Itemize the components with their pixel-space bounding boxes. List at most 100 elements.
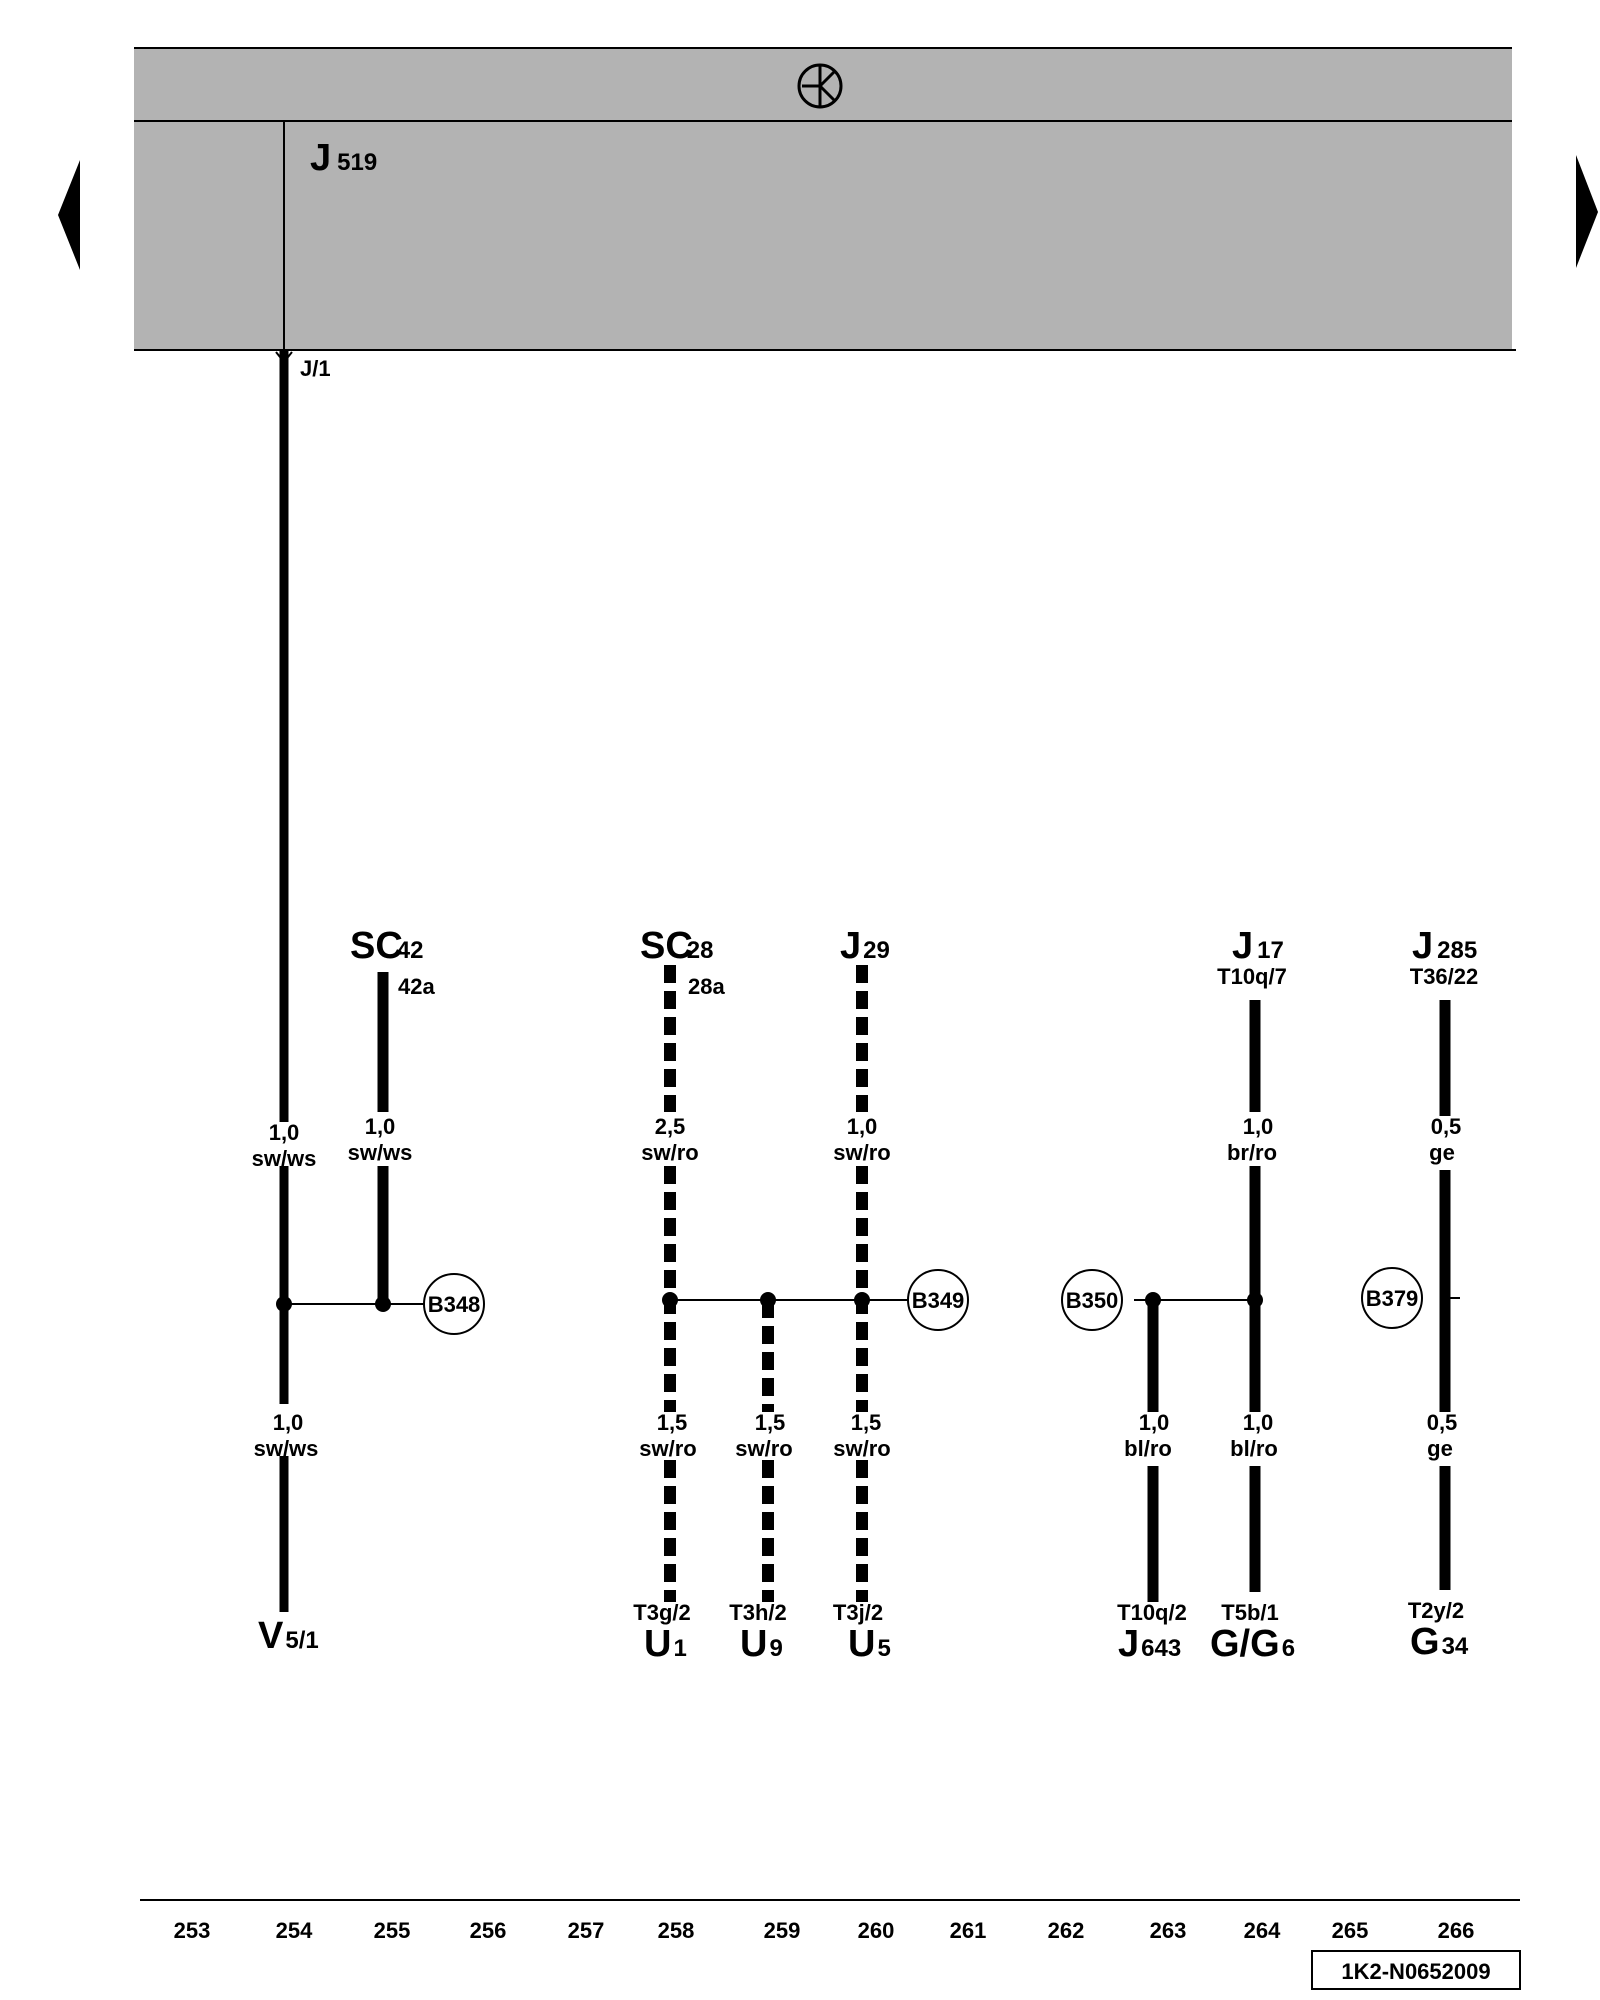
pin-label-t10q-7: T10q/7	[1217, 964, 1287, 989]
svg-text:B349: B349	[912, 1288, 965, 1313]
pin-label-t3g-2: T3g/2	[633, 1600, 690, 1625]
wire-label-255: 1,0 sw/ws	[348, 1114, 413, 1165]
pin-label-t5b-1: T5b/1	[1221, 1600, 1278, 1625]
pin-label-t3j-2: T3j/2	[833, 1600, 883, 1625]
track-number: 264	[1244, 1918, 1281, 1943]
control-unit-pin: J/1	[300, 356, 331, 381]
wire-label-254-lower: 1,0 sw/ws	[254, 1410, 319, 1461]
track-number: 257	[568, 1918, 605, 1943]
svg-text:sw/ro: sw/ro	[735, 1436, 792, 1461]
pin-label-28a: 28a	[688, 974, 725, 999]
pin-label-t3h-2: T3h/2	[729, 1600, 786, 1625]
svg-text:sw/ro: sw/ro	[833, 1140, 890, 1165]
wire-label-258-lower: 1,5 sw/ro	[639, 1410, 696, 1461]
svg-text:sw/ro: sw/ro	[833, 1436, 890, 1461]
svg-text:0,5: 0,5	[1427, 1410, 1458, 1435]
svg-text:0,5: 0,5	[1431, 1114, 1462, 1139]
svg-text:ge: ge	[1427, 1436, 1453, 1461]
track-number: 259	[764, 1918, 801, 1943]
previous-page-arrow-icon[interactable]	[58, 160, 80, 270]
component-label-j643: J643	[1118, 1623, 1181, 1665]
track-number: 254	[276, 1918, 313, 1943]
wire-label-266-upper: 0,5 ge	[1429, 1114, 1461, 1165]
component-label-sc42: SC42	[350, 925, 424, 967]
svg-text:sw/ws: sw/ws	[254, 1436, 319, 1461]
wire-label-254-upper: 1,0 sw/ws	[252, 1120, 317, 1171]
wire-label-259-lower: 1,5 sw/ro	[735, 1410, 792, 1461]
next-page-arrow-icon[interactable]	[1576, 155, 1598, 268]
junction-dot	[276, 1296, 292, 1312]
track-number: 256	[470, 1918, 507, 1943]
svg-text:bl/ro: bl/ro	[1124, 1436, 1172, 1461]
svg-text:ge: ge	[1429, 1140, 1455, 1165]
svg-text:1,5: 1,5	[657, 1410, 688, 1435]
svg-text:1K2-N0652009: 1K2-N0652009	[1341, 1959, 1490, 1984]
connector-b349: B349	[907, 1269, 969, 1331]
component-label-g-g6: G/G6	[1210, 1623, 1295, 1665]
connector-b379: B379	[1361, 1267, 1423, 1329]
svg-text:1,0: 1,0	[273, 1410, 304, 1435]
svg-text:1,0: 1,0	[269, 1120, 300, 1145]
svg-text:sw/ro: sw/ro	[641, 1140, 698, 1165]
svg-text:1,5: 1,5	[755, 1410, 786, 1435]
svg-text:sw/ws: sw/ws	[348, 1140, 413, 1165]
track-number: 265	[1332, 1918, 1369, 1943]
pin-label-42a: 42a	[398, 974, 435, 999]
track-number: 255	[374, 1918, 411, 1943]
svg-text:bl/ro: bl/ro	[1230, 1436, 1278, 1461]
track-number: 258	[658, 1918, 695, 1943]
svg-text:B379: B379	[1366, 1286, 1419, 1311]
svg-text:B350: B350	[1066, 1288, 1119, 1313]
junction-dot	[662, 1292, 678, 1308]
component-label-u1: U1	[644, 1623, 687, 1665]
wire-label-258-upper: 2,5 sw/ro	[641, 1114, 698, 1165]
junction-dot	[375, 1296, 391, 1312]
wire-label-260-lower: 1,5 sw/ro	[833, 1410, 890, 1461]
svg-text:1,0: 1,0	[365, 1114, 396, 1139]
junction-dot	[760, 1292, 776, 1308]
wire-label-260-upper: 1,0 sw/ro	[833, 1114, 890, 1165]
svg-text:sw/ro: sw/ro	[639, 1436, 696, 1461]
pin-label-t2y-2: T2y/2	[1408, 1598, 1464, 1623]
svg-text:sw/ws: sw/ws	[252, 1146, 317, 1171]
component-label-u9: U9	[740, 1623, 783, 1665]
connector-b350: B350	[1061, 1269, 1123, 1331]
track-numbers: 253 254 255 256 257 258 259 260 261 262 263 264 265 2…	[174, 1918, 1475, 1943]
junction-dot	[1145, 1292, 1161, 1308]
svg-text:1,5: 1,5	[851, 1410, 882, 1435]
track-number: 261	[950, 1918, 987, 1943]
svg-text:B348: B348	[428, 1292, 481, 1317]
track-number: 253	[174, 1918, 211, 1943]
component-label-sc28: SC28	[640, 925, 714, 967]
svg-text:1,0: 1,0	[1243, 1114, 1274, 1139]
wire-label-266-lower: 0,5 ge	[1427, 1410, 1458, 1461]
junction-dot	[1247, 1292, 1263, 1308]
track-number: 263	[1150, 1918, 1187, 1943]
transistor-symbol-icon	[797, 63, 843, 109]
connector-b348: B348	[423, 1273, 485, 1335]
pin-label-t10q-2: T10q/2	[1117, 1600, 1187, 1625]
track-number: 266	[1438, 1918, 1475, 1943]
junction-dot	[854, 1292, 870, 1308]
component-label-g34: G34	[1410, 1621, 1469, 1663]
svg-text:2,5: 2,5	[655, 1114, 686, 1139]
wire-label-263-lower: 1,0 bl/ro	[1124, 1410, 1172, 1461]
wire-label-264-lower: 1,0 bl/ro	[1230, 1410, 1278, 1461]
component-label-u5: U5	[848, 1623, 891, 1665]
svg-text:br/ro: br/ro	[1227, 1140, 1277, 1165]
svg-text:1,0: 1,0	[847, 1114, 878, 1139]
component-label-j29: J29	[840, 925, 890, 967]
track-number: 260	[858, 1918, 895, 1943]
wire-label-264-upper: 1,0 br/ro	[1227, 1114, 1277, 1165]
svg-text:1,0: 1,0	[1139, 1410, 1170, 1435]
svg-text:1,0: 1,0	[1243, 1410, 1274, 1435]
document-id-box: 1K2-N0652009	[1311, 1950, 1521, 1990]
component-label-v5: V5/1	[258, 1615, 319, 1657]
pin-label-t36-22: T36/22	[1410, 964, 1479, 989]
track-number: 262	[1048, 1918, 1085, 1943]
